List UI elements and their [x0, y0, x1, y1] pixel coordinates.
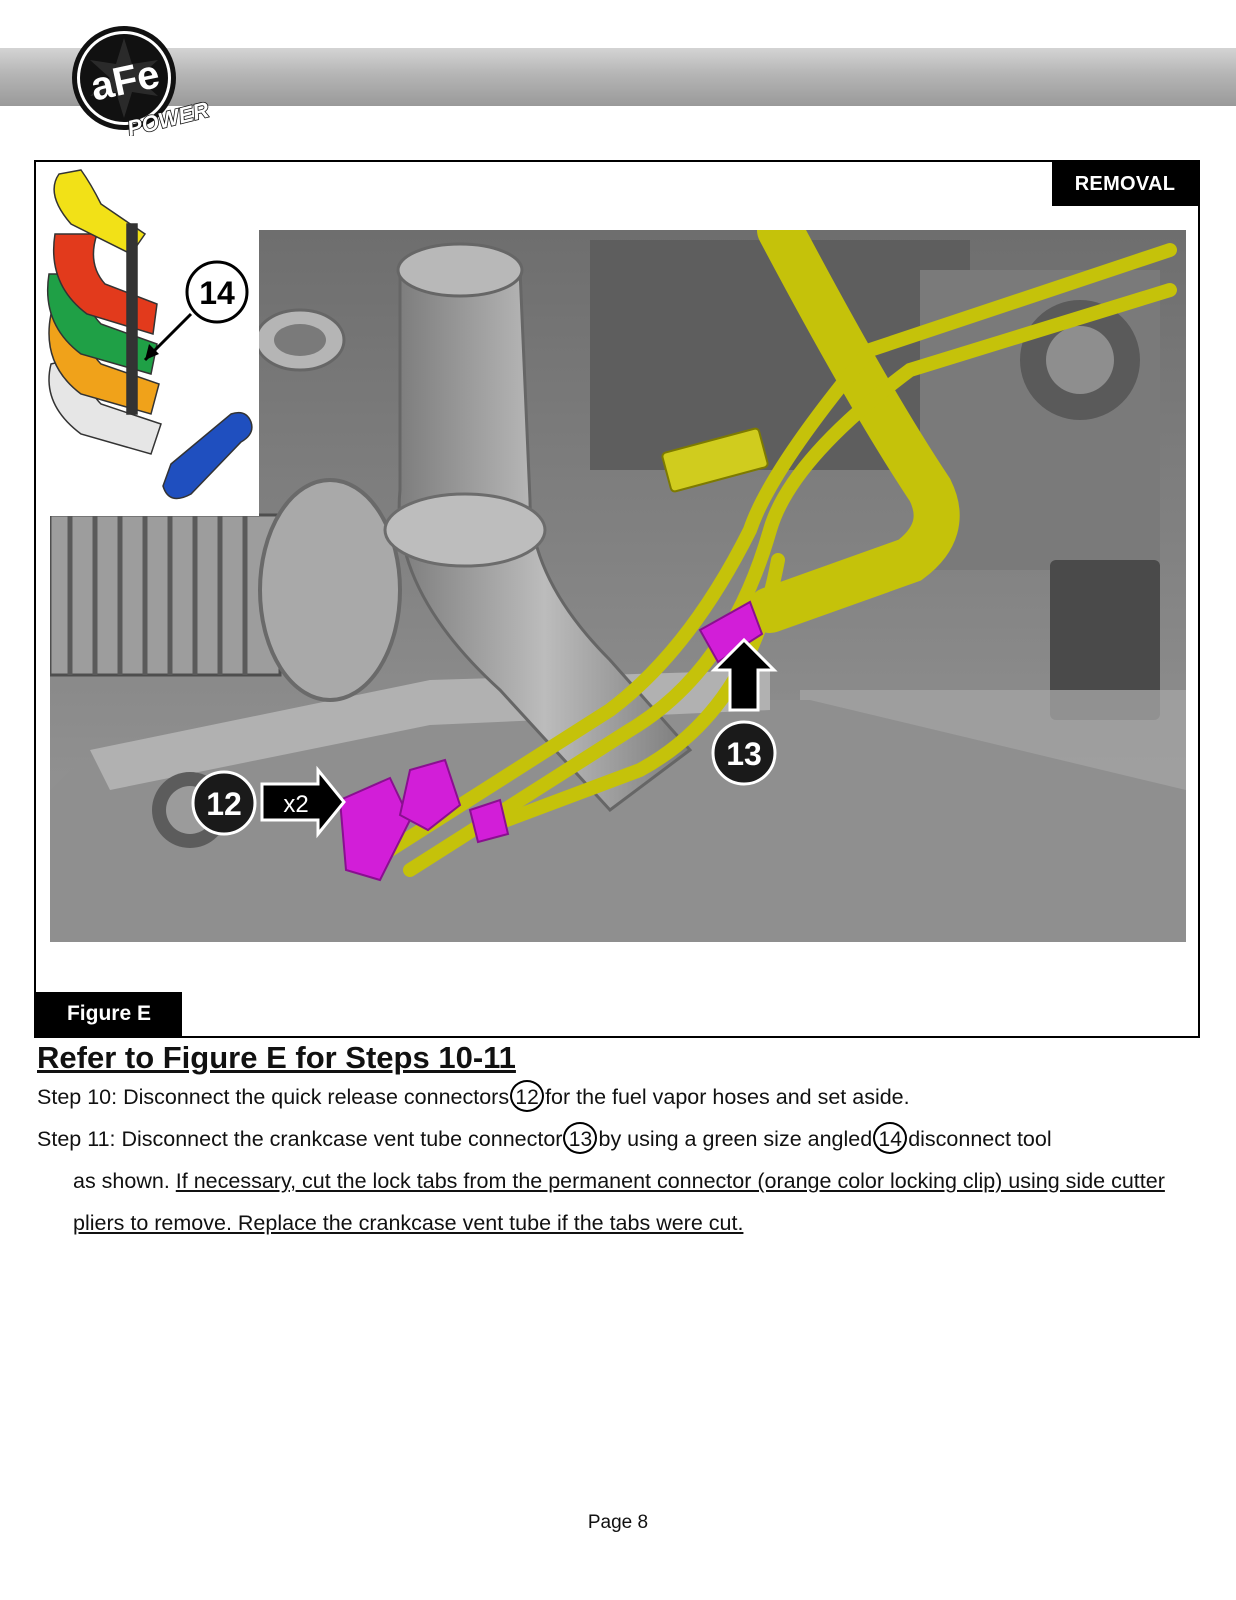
- callout-13-label: 13: [726, 736, 762, 772]
- step-10-text-a: Step 10: Disconnect the quick release co…: [37, 1085, 510, 1109]
- section-title: Refer to Figure E for Steps 10-11: [37, 1040, 516, 1075]
- step-11-text-a: Step 11: Disconnect the crankcase vent t…: [37, 1127, 563, 1151]
- figure-caption: Figure E: [36, 992, 182, 1036]
- tool-set-inset: 14: [41, 164, 259, 516]
- figure-frame: REMOVAL: [34, 160, 1200, 1038]
- engine-illustration: 13 12 x2: [50, 230, 1186, 942]
- page-number: Page 8: [587, 1512, 649, 1533]
- header-bar: [0, 48, 1236, 106]
- step-11-callout-14: 14: [873, 1122, 908, 1155]
- callout-12-label: 12: [206, 786, 242, 822]
- step-11-warning: If necessary, cut the lock tabs from the…: [73, 1169, 1165, 1235]
- step-11-callout-13: 13: [563, 1122, 598, 1155]
- step-10-text-b: for the fuel vapor hoses and set aside.: [545, 1085, 910, 1109]
- afe-power-logo: aFe POWER: [72, 26, 212, 136]
- step-11-text-d: as shown.: [73, 1169, 176, 1193]
- step-10: Step 10: Disconnect the quick release co…: [37, 1076, 1197, 1118]
- step-11-text-b: by using a green size angled: [598, 1127, 873, 1151]
- callout-14-label: 14: [199, 275, 235, 311]
- step-10-callout-12: 12: [510, 1080, 545, 1113]
- step-11: Step 11: Disconnect the crankcase vent t…: [37, 1118, 1197, 1244]
- step-11-continuation: as shown. If necessary, cut the lock tab…: [37, 1160, 1197, 1244]
- step-11-text-c: disconnect tool: [908, 1127, 1052, 1151]
- callout-multiplier-label: x2: [283, 791, 308, 818]
- removal-tag: REMOVAL: [1052, 162, 1198, 206]
